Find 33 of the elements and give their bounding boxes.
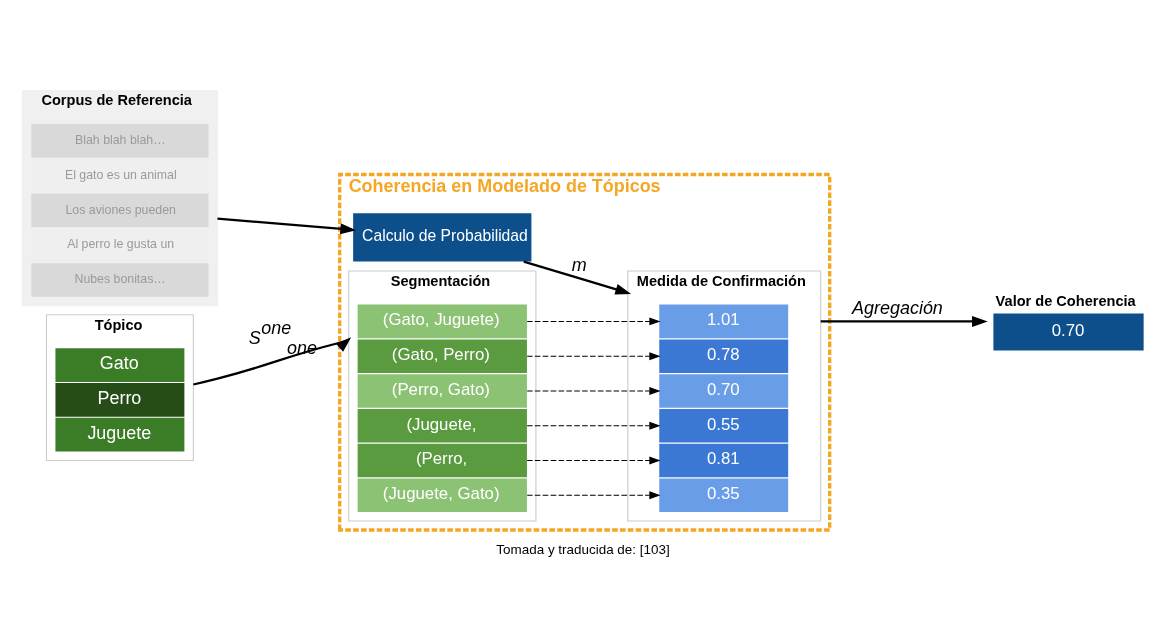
- node-box: 0.70: [993, 313, 1144, 351]
- edge-label: m: [571, 254, 587, 275]
- caption: Tomada y traducida de: [103]: [496, 541, 670, 557]
- node-box: 0.70: [659, 373, 789, 408]
- arrow: [526, 317, 661, 325]
- node-box: (Juguete,: [357, 408, 527, 443]
- node-label: Valor de Coherencia: [995, 292, 1136, 309]
- arrow: [526, 490, 661, 499]
- arrow: [193, 336, 352, 386]
- node-box: Calculo de Probabilidad: [353, 212, 532, 261]
- node-box: 1.01: [659, 304, 789, 338]
- arrow: [526, 456, 661, 464]
- node-box: 0.35: [659, 477, 789, 512]
- arrow: [523, 259, 632, 295]
- edge-label: Agregación: [852, 297, 943, 318]
- arrow: [820, 315, 988, 327]
- arrow: [217, 216, 357, 234]
- node-box: Gato: [55, 347, 185, 382]
- node-box: (Gato, Perro): [357, 338, 527, 373]
- arrow: [526, 421, 661, 430]
- node-box: Perro: [55, 382, 185, 417]
- node-box: (Perro,: [357, 443, 527, 477]
- node-box: 0.78: [659, 338, 789, 373]
- arrow: [526, 386, 661, 395]
- node-box: (Perro, Gato): [357, 373, 527, 408]
- arrow: [526, 351, 661, 360]
- node-box: (Juguete, Gato): [357, 477, 527, 512]
- node-box: (Gato, Juguete): [357, 304, 527, 338]
- node-text: Al perro le gusta un: [67, 236, 175, 251]
- node-box: Juguete: [55, 417, 185, 451]
- node-box: 0.55: [659, 408, 789, 443]
- node-box: 0.81: [659, 443, 789, 477]
- node-text: El gato es un animal: [64, 167, 177, 182]
